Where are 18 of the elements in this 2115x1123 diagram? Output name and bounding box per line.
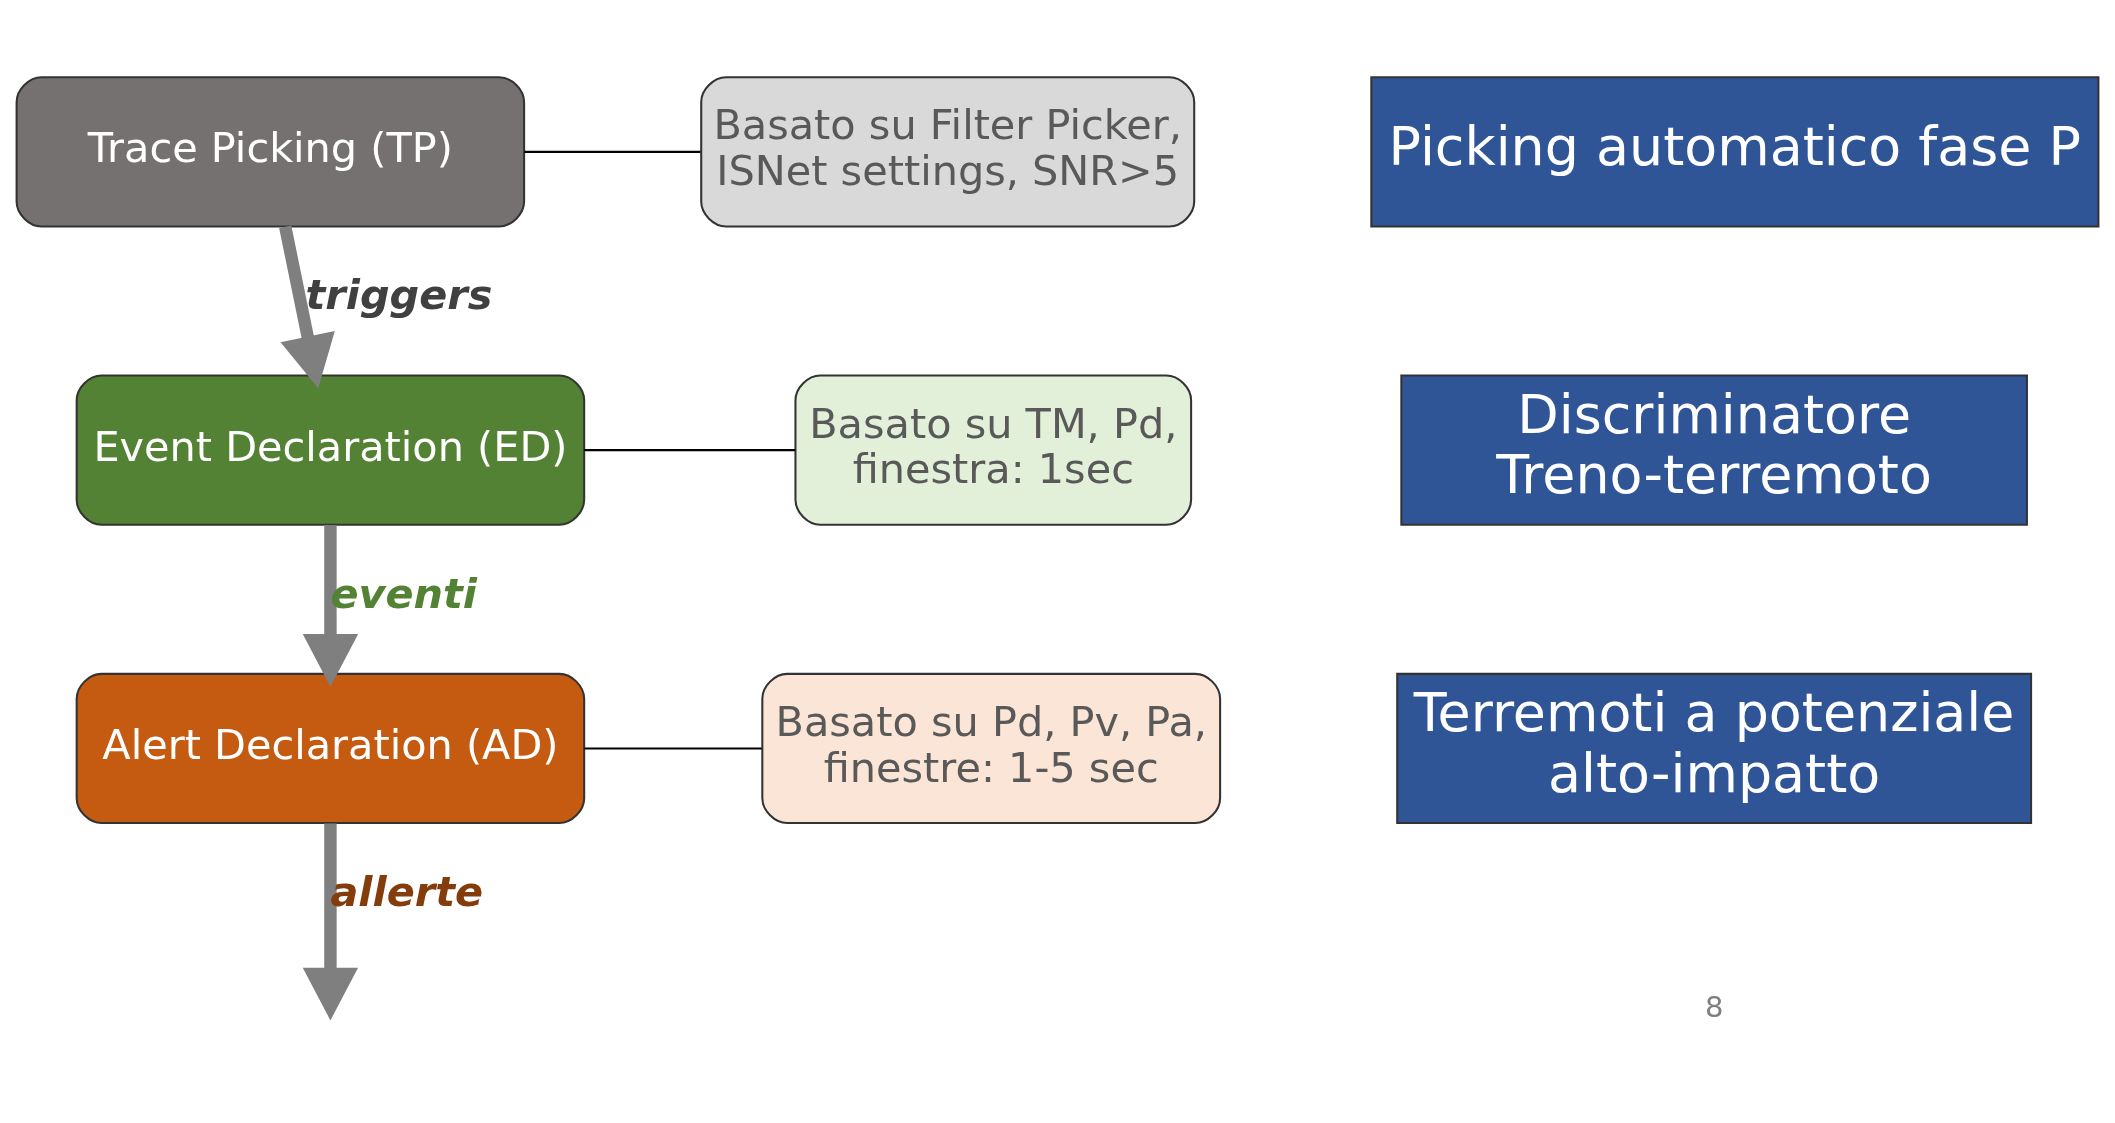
node-box: Basato su Filter Picker, ISNet settings, SNR>5 bbox=[700, 75, 1196, 227]
connector bbox=[584, 746, 762, 749]
node-box: Event Declaration (ED) bbox=[75, 374, 586, 526]
node-box: Basato su TM, Pd, finestra: 1sec bbox=[794, 374, 1193, 526]
node-box: Basato su Pd, Pv, Pa, finestre: 1-5 sec bbox=[761, 672, 1222, 824]
connector bbox=[524, 150, 701, 153]
edge-label: triggers bbox=[305, 270, 493, 319]
arrow bbox=[302, 822, 359, 1020]
connector bbox=[584, 448, 796, 451]
node-box: Picking automatico fase P bbox=[1370, 75, 2100, 227]
node-box: Terremoti a potenziale alto-impatto bbox=[1396, 672, 2033, 824]
label: 8 bbox=[1704, 989, 1724, 1024]
node-box: Discriminatore Treno-terremoto bbox=[1400, 374, 2028, 526]
arrow bbox=[279, 224, 335, 388]
node-box: Alert Declaration (AD) bbox=[75, 672, 586, 824]
node-box: Trace Picking (TP) bbox=[15, 75, 526, 227]
arrow bbox=[302, 524, 359, 687]
edge-label: allerte bbox=[330, 867, 484, 916]
